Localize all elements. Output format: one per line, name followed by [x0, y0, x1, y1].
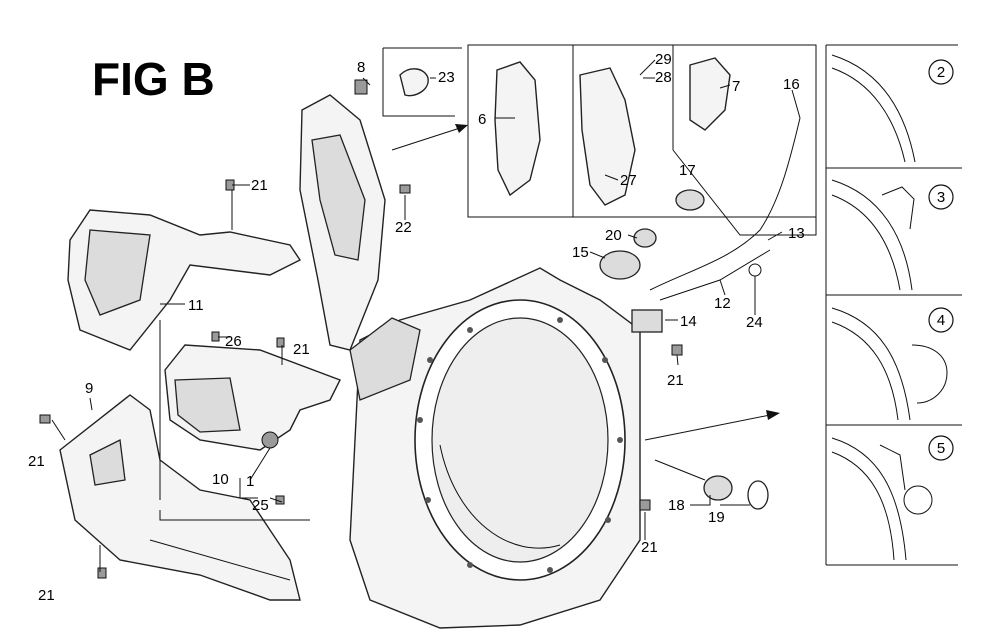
- fan-cover-housing: [349, 267, 641, 629]
- part-27-shape: [579, 67, 636, 206]
- part-6-shape: [494, 61, 541, 197]
- air-guide-lower: [59, 394, 301, 601]
- callout-19: 19: [708, 509, 725, 526]
- callout-8: 8: [357, 59, 365, 76]
- shroud-plate: [299, 94, 386, 351]
- callout-12: 12: [714, 295, 731, 312]
- callout-28: 28: [655, 69, 672, 86]
- callout-25: 25: [252, 497, 269, 514]
- callout-15: 15: [572, 244, 589, 261]
- figure-title: FIG B: [92, 53, 215, 105]
- part-23-shape: [399, 68, 429, 97]
- inset-parts: [354, 57, 731, 206]
- detail-marker-2: [928, 59, 954, 85]
- callout-1: 1: [246, 473, 254, 490]
- part-14-shape: [631, 309, 663, 333]
- callout-23: 23: [438, 69, 455, 86]
- air-guide-upper: [67, 209, 302, 351]
- callout-14: 14: [680, 313, 697, 330]
- callout-13: 13: [788, 225, 805, 242]
- detail-number-5: 5: [937, 440, 945, 457]
- wiring-parts: [599, 117, 801, 510]
- callout-9: 9: [85, 380, 93, 397]
- callout-27: 27: [620, 172, 637, 189]
- detail-number-4: 4: [937, 312, 945, 329]
- callout-22: 22: [395, 219, 412, 236]
- part-19-shape: [747, 480, 769, 510]
- callout-21-wiring: 21: [667, 372, 684, 389]
- detail-number-3: 3: [937, 189, 945, 206]
- callout-11: 11: [188, 297, 204, 314]
- part-20-shape: [633, 228, 657, 248]
- bolts: [39, 179, 683, 579]
- callout-20: 20: [605, 227, 622, 244]
- callout-21-left: 21: [28, 453, 45, 470]
- part-15-shape: [599, 250, 641, 280]
- detail-marker-3: [928, 184, 954, 210]
- callout-21: 21: [251, 177, 268, 194]
- callout-7: 7: [732, 78, 740, 95]
- part-17-shape: [675, 189, 705, 211]
- detail-panels: [825, 44, 962, 566]
- part-24-shape: [748, 263, 762, 277]
- callout-21-bottom: 21: [38, 587, 55, 604]
- part-7-shape: [689, 57, 731, 131]
- callout-29: 29: [655, 51, 672, 68]
- inset-frames: [382, 44, 817, 236]
- part-8-shape: [354, 79, 368, 95]
- leader-lines: [51, 59, 801, 572]
- callout-10: 10: [212, 471, 229, 488]
- bracket-assembly: [164, 344, 341, 451]
- callout-21-bracket: 21: [293, 341, 310, 358]
- detail-markers: 2 3 4 5: [928, 59, 954, 461]
- detail-marker-5: [928, 435, 954, 461]
- detail-number-2: 2: [937, 64, 945, 81]
- part-18-shape: [703, 475, 733, 501]
- callout-18: 18: [668, 497, 685, 514]
- callout-17: 17: [679, 162, 696, 179]
- callout-24: 24: [746, 314, 763, 331]
- callout-6: 6: [478, 111, 486, 128]
- callout-16: 16: [783, 76, 800, 93]
- callout-21-housing: 21: [641, 539, 658, 556]
- detail-marker-4: [928, 307, 954, 333]
- wire-harness: [649, 117, 801, 291]
- callout-labels: 21 11 22 8 23 6 27 7 29 28 16 17 20 15 1…: [28, 51, 805, 604]
- callout-26: 26: [225, 333, 242, 350]
